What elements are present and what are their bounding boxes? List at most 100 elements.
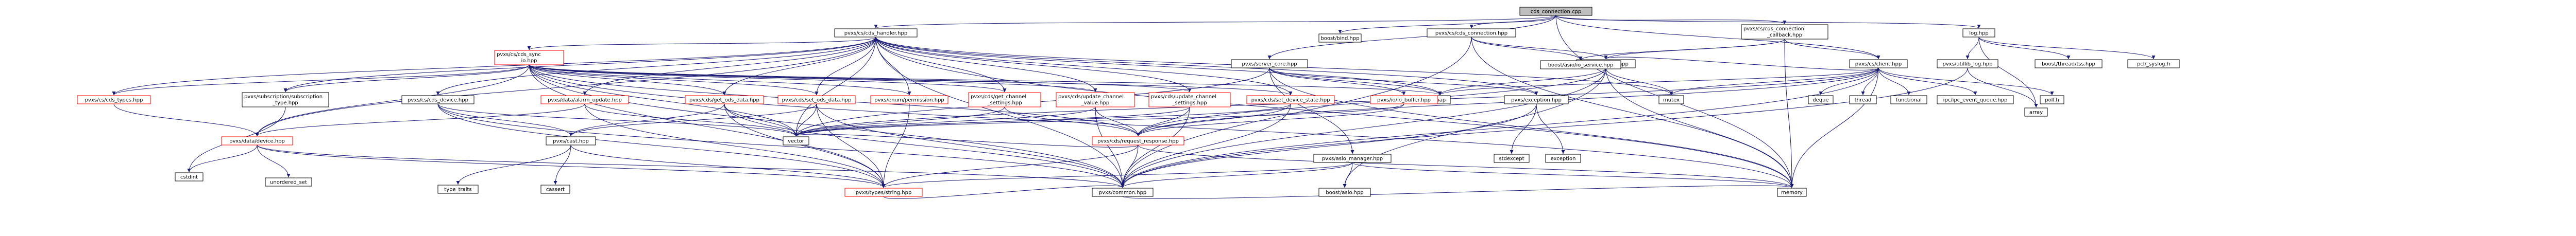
edge-cds_handler-to-cds_sync bbox=[527, 37, 876, 50]
node-cast_hpp[interactable]: pvxs/cast.hpp bbox=[546, 136, 596, 146]
node-label-line-cds_conn_cb-1: _callback.hpp bbox=[1767, 32, 1802, 38]
node-server_core[interactable]: pvxs/server_core.hpp bbox=[1231, 59, 1308, 68]
node-cstdint[interactable]: cstdint bbox=[175, 172, 204, 181]
node-box-cds_client bbox=[1849, 59, 1908, 68]
node-exception[interactable]: exception bbox=[1545, 154, 1581, 163]
node-label-stdexcept: stdexcept bbox=[1499, 156, 1524, 162]
edge-exception_hpp-to-exception bbox=[1536, 103, 1565, 154]
node-cassert[interactable]: cassert bbox=[540, 185, 570, 194]
node-box-request_response bbox=[1092, 136, 1184, 146]
node-exception_hpp[interactable]: pvxs/exception.hpp bbox=[1504, 95, 1569, 104]
edge-set_device_state-to-request_response bbox=[1136, 103, 1291, 137]
node-stdexcept[interactable]: stdexcept bbox=[1494, 154, 1530, 163]
edge-cds_client-to-mutex bbox=[1669, 67, 1879, 96]
node-box-boostasio_service bbox=[1540, 60, 1621, 69]
edge-cast_hpp-to-type_traits bbox=[456, 144, 571, 185]
node-root[interactable]: cds_connection.cpp bbox=[1519, 7, 1592, 16]
node-data_device[interactable]: pvxs/data/device.hpp bbox=[221, 136, 293, 146]
edge-cds_sync-to-get_channel_settings bbox=[529, 64, 1007, 93]
node-cds_types[interactable]: pvxs/cs/cds_types.hpp bbox=[77, 95, 151, 104]
node-set_device_state[interactable]: pvxs/cds/set_device_state.hpp bbox=[1246, 95, 1335, 104]
node-boost_asio[interactable]: boost/asio.hpp bbox=[1318, 188, 1371, 197]
node-label-ipc_event_queue: ipc/ipc_event_queue.hpp bbox=[1943, 98, 2008, 103]
node-get_ods_data[interactable]: pvxs/cds/get_ods_data.hpp bbox=[685, 95, 764, 104]
node-types_string[interactable]: pvxs/types/string.hpp bbox=[844, 188, 923, 197]
node-cds_client[interactable]: pvxs/cs/client.hpp bbox=[1849, 59, 1908, 68]
edge-cds_handler-to-data_device bbox=[255, 37, 876, 137]
node-label-root: cds_connection.cpp bbox=[1531, 9, 1582, 15]
node-ipc_event_queue[interactable]: ipc/ipc_event_queue.hpp bbox=[1937, 95, 2014, 104]
node-box-loghpp bbox=[1962, 28, 1995, 38]
node-label-exception: exception bbox=[1551, 156, 1576, 162]
edge-cds_connection_hpp-to-io_actor bbox=[1471, 37, 1608, 60]
edge-get_ods_data-to-types_string bbox=[724, 103, 886, 188]
node-box-cds_handler bbox=[834, 28, 918, 38]
node-set_ods_data[interactable]: pvxs/cds/set_ods_data.hpp bbox=[777, 95, 856, 104]
node-label-cds_types: pvxs/cs/cds_types.hpp bbox=[85, 98, 143, 103]
node-boostbind[interactable]: boost/bind.hpp bbox=[1318, 33, 1362, 43]
node-memory[interactable]: memory bbox=[1777, 188, 1807, 197]
node-utillib_log[interactable]: pvxs/utillib_log.hpp bbox=[1937, 59, 1998, 68]
edge-set_ods_data-to-common_hpp bbox=[816, 103, 1125, 188]
node-deque[interactable]: deque bbox=[1808, 95, 1834, 104]
node-label-line-get_channel_settings-0: pvxs/cds/get_channel bbox=[971, 94, 1026, 100]
node-functional[interactable]: functional bbox=[1890, 95, 1927, 104]
node-request_response[interactable]: pvxs/cds/request_response.hpp bbox=[1092, 136, 1184, 146]
edge-cds_handler-to-get_ods_data bbox=[722, 37, 876, 96]
node-cds_device[interactable]: pvxs/cs/cds_device.hpp bbox=[401, 95, 474, 104]
node-label-cds_handler: pvxs/cs/cds_handler.hpp bbox=[844, 31, 907, 37]
edge-types_string-to-common_hpp bbox=[883, 184, 1125, 199]
edge-utillib_log-to-array bbox=[1967, 67, 2038, 108]
node-unordered_set[interactable]: unordered_set bbox=[265, 177, 312, 187]
node-label-cds_conn_cb: pvxs/cs/cds_connection_callback.hpp bbox=[1743, 26, 1804, 38]
node-boostasio_service[interactable]: boost/asio/io_service.hpp bbox=[1540, 60, 1621, 69]
node-alarm_update[interactable]: pvxs/data/alarm_update.hpp bbox=[540, 95, 629, 104]
node-label-server_core: pvxs/server_core.hpp bbox=[1242, 62, 1297, 67]
node-cds_conn_cb[interactable]: pvxs/cs/cds_connection_callback.hpp bbox=[1741, 24, 1828, 40]
edge-cds_handler-to-cds_types bbox=[112, 37, 876, 96]
edge-root-to-cds_conn_cb bbox=[1555, 15, 1787, 25]
node-label-boostbind: boost/bind.hpp bbox=[1320, 36, 1359, 42]
node-vector[interactable]: vector bbox=[783, 136, 809, 146]
edge-asio_manager-to-common_hpp bbox=[1121, 162, 1353, 188]
edge-loghpp-to-utillib_log bbox=[1965, 37, 1979, 60]
node-label-line-cds_conn_cb-0: pvxs/cs/cds_connection bbox=[1743, 26, 1804, 32]
node-box-asio_manager bbox=[1313, 154, 1392, 163]
node-boost_thread_tss[interactable]: boost/thread/tss.hpp bbox=[2035, 59, 2103, 68]
node-cds_handler[interactable]: pvxs/cs/cds_handler.hpp bbox=[834, 28, 918, 38]
node-update_channel_value[interactable]: pvxs/cds/update_channel_value.hpp bbox=[1056, 92, 1135, 107]
node-subscr_type[interactable]: pvxs/subscription/subscription_type.hpp bbox=[242, 92, 329, 107]
edge-get_ods_data-to-cast_hpp bbox=[569, 103, 725, 137]
edge-cds_sync-to-set_device_state bbox=[529, 64, 1293, 96]
node-asio_manager[interactable]: pvxs/asio_manager.hpp bbox=[1313, 154, 1392, 163]
edge-cds_client-to-io_actor bbox=[1604, 55, 1879, 70]
node-get_channel_settings[interactable]: pvxs/cds/get_channel_settings.hpp bbox=[968, 92, 1041, 107]
node-thread[interactable]: thread bbox=[1849, 95, 1877, 104]
node-label-exception_hpp: pvxs/exception.hpp bbox=[1511, 98, 1562, 103]
node-enum_permission[interactable]: pvxs/enum/permission.hpp bbox=[870, 95, 948, 104]
node-io_buffer[interactable]: pvxs/io/io_buffer.hpp bbox=[1370, 95, 1438, 104]
node-label-request_response: pvxs/cds/request_response.hpp bbox=[1097, 139, 1179, 144]
edge-cast_hpp-to-types_string bbox=[570, 144, 886, 188]
node-pollh[interactable]: poll.h bbox=[2040, 95, 2064, 104]
node-update_channel_settings[interactable]: pvxs/cds/update_channel_settings.hpp bbox=[1148, 92, 1231, 107]
node-label-set_device_state: pvxs/cds/set_device_state.hpp bbox=[1251, 98, 1330, 103]
node-pcl_syslog[interactable]: pcl/_syslog.h bbox=[2127, 59, 2180, 68]
edge-update_channel_settings-to-request_response bbox=[1136, 106, 1190, 137]
edge-exception_hpp-to-common_hpp bbox=[1121, 103, 1537, 188]
edge-request_response-to-memory bbox=[1138, 144, 1794, 188]
node-mutex[interactable]: mutex bbox=[1658, 95, 1684, 104]
node-loghpp[interactable]: log.hpp bbox=[1962, 28, 1995, 38]
node-label-get_channel_settings: pvxs/cds/get_channel_settings.hpp bbox=[971, 94, 1026, 106]
node-type_traits[interactable]: type_traits bbox=[437, 185, 479, 194]
edge-cds_client-to-common_hpp bbox=[1121, 67, 1879, 188]
node-array[interactable]: array bbox=[2024, 107, 2048, 117]
edge-io_actor-to-mutex bbox=[1605, 67, 1673, 96]
edge-io_buffer-to-request_response bbox=[1136, 103, 1404, 137]
node-box-cds_device bbox=[401, 95, 474, 104]
node-cds_connection_hpp[interactable]: pvxs/cs/cds_connection.hpp bbox=[1427, 28, 1516, 38]
node-label-update_channel_settings: pvxs/cds/update_channel_settings.hpp bbox=[1151, 94, 1216, 106]
node-common_hpp[interactable]: pvxs/common.hpp bbox=[1092, 188, 1154, 197]
